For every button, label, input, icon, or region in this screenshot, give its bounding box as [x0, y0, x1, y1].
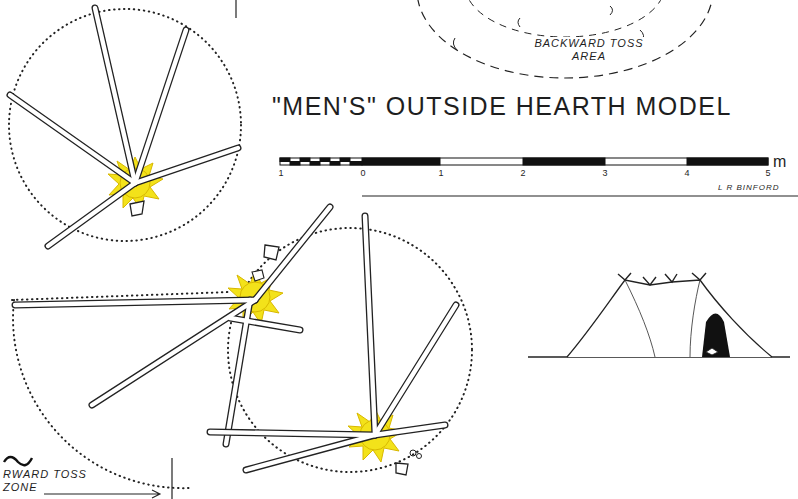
scale-number: 5 [765, 168, 770, 178]
author-credit: L R BINFORD [718, 183, 780, 192]
zone-label: RWARD TOSS ZONE [3, 468, 95, 493]
scale-number: 4 [684, 168, 689, 178]
scale-number: 0 [360, 168, 365, 178]
diagram-title: "MEN'S" OUTSIDE HEARTH MODEL [272, 92, 732, 121]
scale-number: 1 [438, 168, 443, 178]
scale-number: 1 [278, 168, 283, 178]
area-label: BACKWARD TOSS AREA [534, 37, 644, 62]
scale-number: 3 [602, 168, 607, 178]
scale-number: 2 [520, 168, 525, 178]
scale-unit: m [773, 153, 786, 171]
